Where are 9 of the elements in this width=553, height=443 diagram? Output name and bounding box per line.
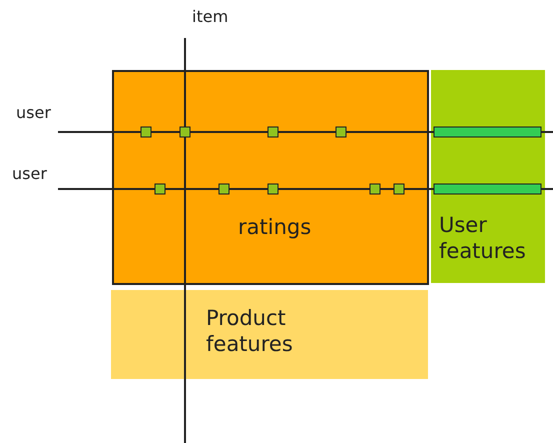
feature-panel xyxy=(111,290,428,379)
row-label: user xyxy=(12,165,47,183)
feature-panel xyxy=(431,70,545,283)
row-label: user xyxy=(16,104,51,122)
box-label: User features xyxy=(439,212,527,264)
axis-label: item xyxy=(192,8,228,26)
ratings-matrix xyxy=(112,70,429,285)
box-label: ratings xyxy=(238,214,312,240)
box-label: Product features xyxy=(206,305,294,357)
